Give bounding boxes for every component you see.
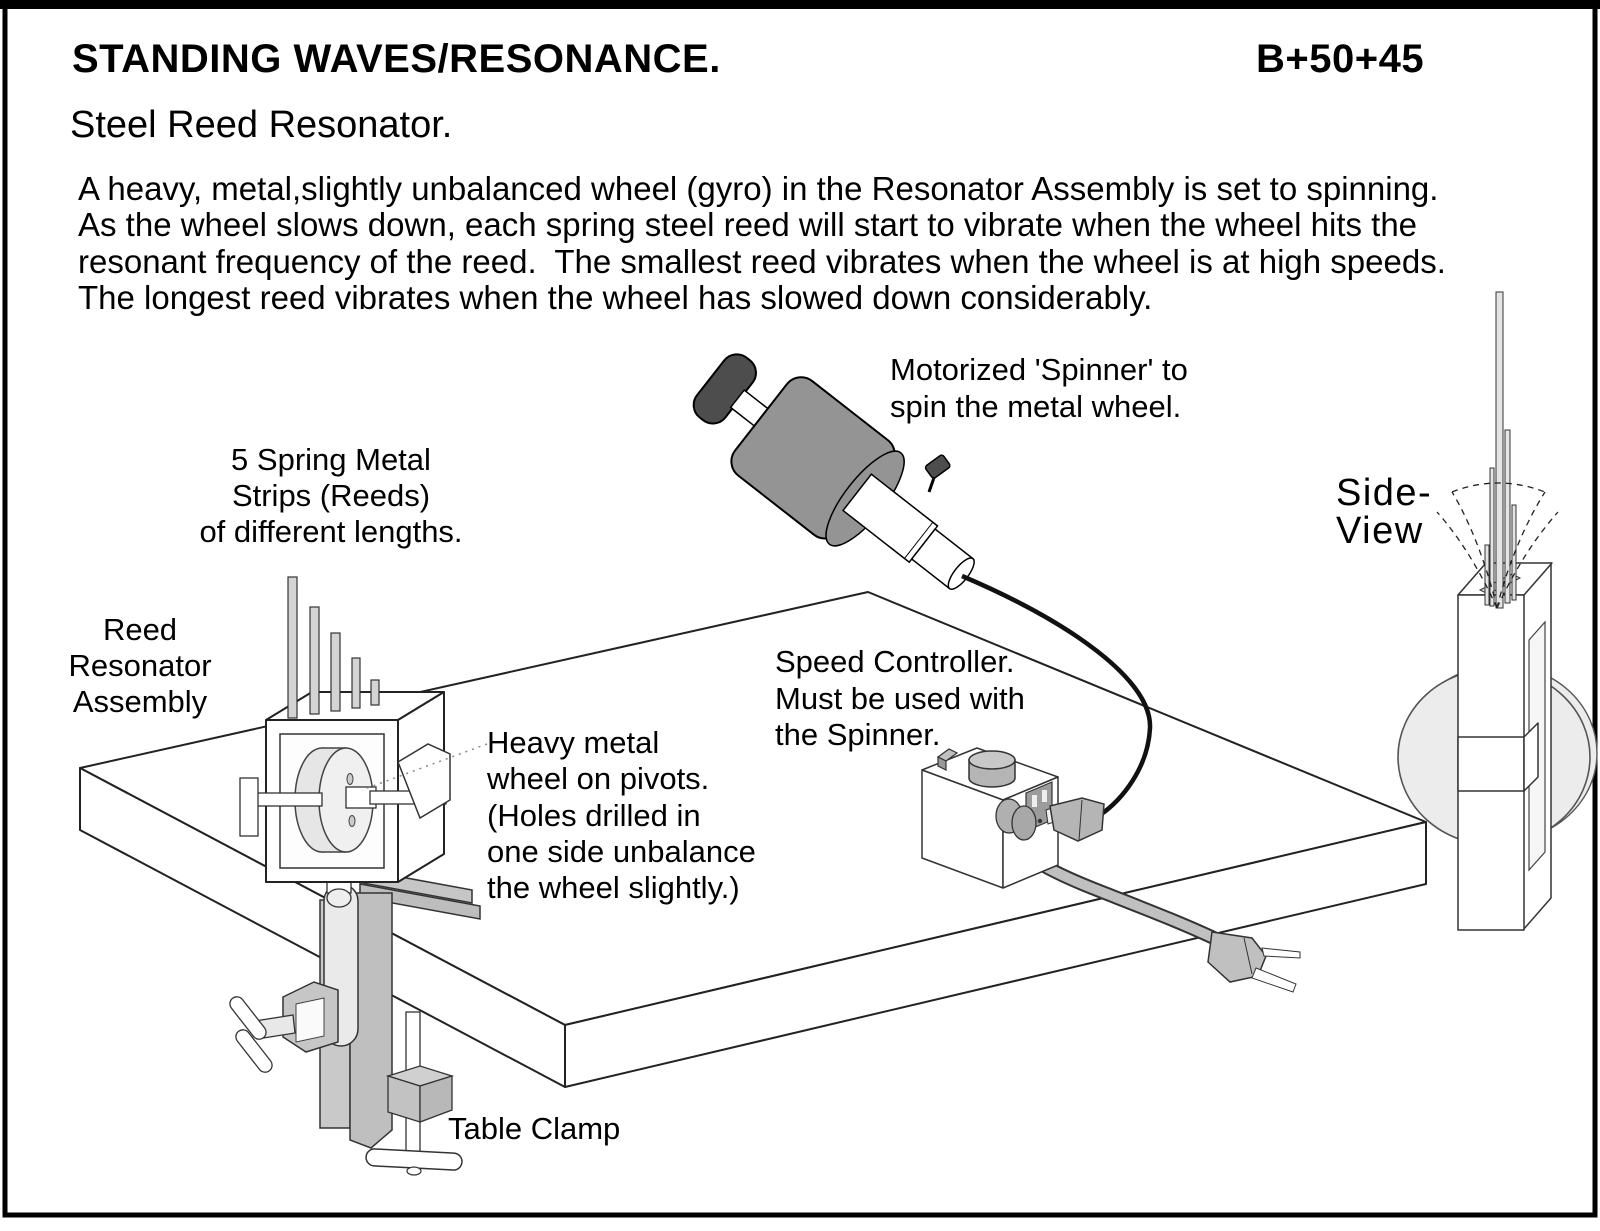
handle-joint <box>904 521 934 559</box>
axle-left <box>251 792 323 807</box>
annotations: STANDING WAVES/RESONANCE. B+50+45 Steel … <box>68 37 1445 1146</box>
side-axle-block <box>1457 736 1525 792</box>
description-line: A heavy, metal,slightly unbalanced wheel… <box>78 170 1438 207</box>
clamp-slab-right <box>349 892 393 1149</box>
catalog-number: B+50+45 <box>1256 37 1424 81</box>
wheel-hole <box>346 773 354 785</box>
assembly-label: Resonator <box>68 648 211 683</box>
pivot-plate-left <box>239 777 259 837</box>
speed-knob <box>968 750 1016 770</box>
reeds-label: 5 Spring Metal <box>231 442 431 477</box>
side-axle-block-side <box>1523 722 1539 792</box>
resonator-assembly-drawing <box>229 576 481 1176</box>
wheel-label: Heavy metal <box>487 725 659 760</box>
reeds-label: Strips (Reeds) <box>232 478 430 513</box>
side-reed <box>1489 467 1495 607</box>
plug-prong <box>1251 967 1297 993</box>
side-view-drawing <box>1397 291 1598 931</box>
spinner-label: Motorized 'Spinner' to <box>890 352 1188 387</box>
description-line: As the wheel slows down, each spring ste… <box>78 206 1417 243</box>
side-view-label: View <box>1336 510 1424 552</box>
outlet-ground-hole <box>1037 818 1043 824</box>
side-reeds <box>1484 291 1517 609</box>
wheel-label: the wheel slightly.) <box>487 870 740 905</box>
jaw-screw-handle <box>235 1029 273 1073</box>
side-view-label: Side- <box>1336 472 1432 514</box>
vibration-envelope <box>1436 482 1559 609</box>
pivot-bracket-right <box>397 743 451 820</box>
plug-prong <box>1261 947 1301 959</box>
controller-label: Speed Controller. <box>775 644 1015 679</box>
reed-strip <box>309 606 320 715</box>
clamp-foot-side <box>419 1075 453 1123</box>
controller-label: Must be used with <box>775 681 1025 716</box>
side-reed <box>1504 429 1511 604</box>
wall-plug-facet <box>1243 937 1253 975</box>
description-line: The longest reed vibrates when the wheel… <box>78 279 1152 316</box>
plug-cap <box>1011 805 1037 841</box>
jaw-screw-handle <box>229 996 267 1040</box>
controller-label: the Spinner. <box>775 717 940 752</box>
speed-controller-drawing <box>921 747 1301 993</box>
side-reed <box>1495 291 1504 609</box>
spinner-drawing <box>692 353 1153 817</box>
reeds-label: of different lengths. <box>199 514 462 549</box>
side-reed <box>1511 504 1517 601</box>
power-switch-side <box>937 756 947 771</box>
outlet-slot <box>1042 790 1047 802</box>
assembly-label: Reed <box>103 612 177 647</box>
spinner-cable <box>961 573 1153 817</box>
table-clamp-label: Table Clamp <box>448 1111 620 1146</box>
reed-strip <box>330 632 341 712</box>
clamp-screw-tip <box>406 1166 422 1176</box>
wheel-hole <box>348 815 356 827</box>
reed-strips <box>287 576 380 719</box>
reed-strip <box>351 657 361 709</box>
description-line: resonant frequency of the reed. The smal… <box>78 243 1446 280</box>
wheel-leader-line <box>361 743 488 791</box>
spinner-plug-facet <box>1078 799 1083 841</box>
spinner-knob <box>924 454 951 479</box>
clamp-jaw-notch <box>295 997 325 1043</box>
side-reed <box>1484 544 1490 606</box>
wheel-label: one side unbalance <box>487 834 756 869</box>
box-ball-joint <box>326 888 352 908</box>
reed-strip <box>370 679 380 706</box>
wheel-label: wheel on pivots. <box>486 761 709 796</box>
reed-strip <box>287 576 298 719</box>
assembly-label: Assembly <box>73 684 208 719</box>
outlet-slot <box>1032 795 1037 807</box>
wheel-label: (Holes drilled in <box>487 798 701 833</box>
spinner-plug <box>1049 797 1105 842</box>
page-title: STANDING WAVES/RESONANCE. <box>72 37 721 81</box>
table-right-face <box>564 821 1427 1088</box>
spinner-label: spin the metal wheel. <box>890 389 1181 424</box>
page-subtitle: Steel Reed Resonator. <box>70 104 452 146</box>
